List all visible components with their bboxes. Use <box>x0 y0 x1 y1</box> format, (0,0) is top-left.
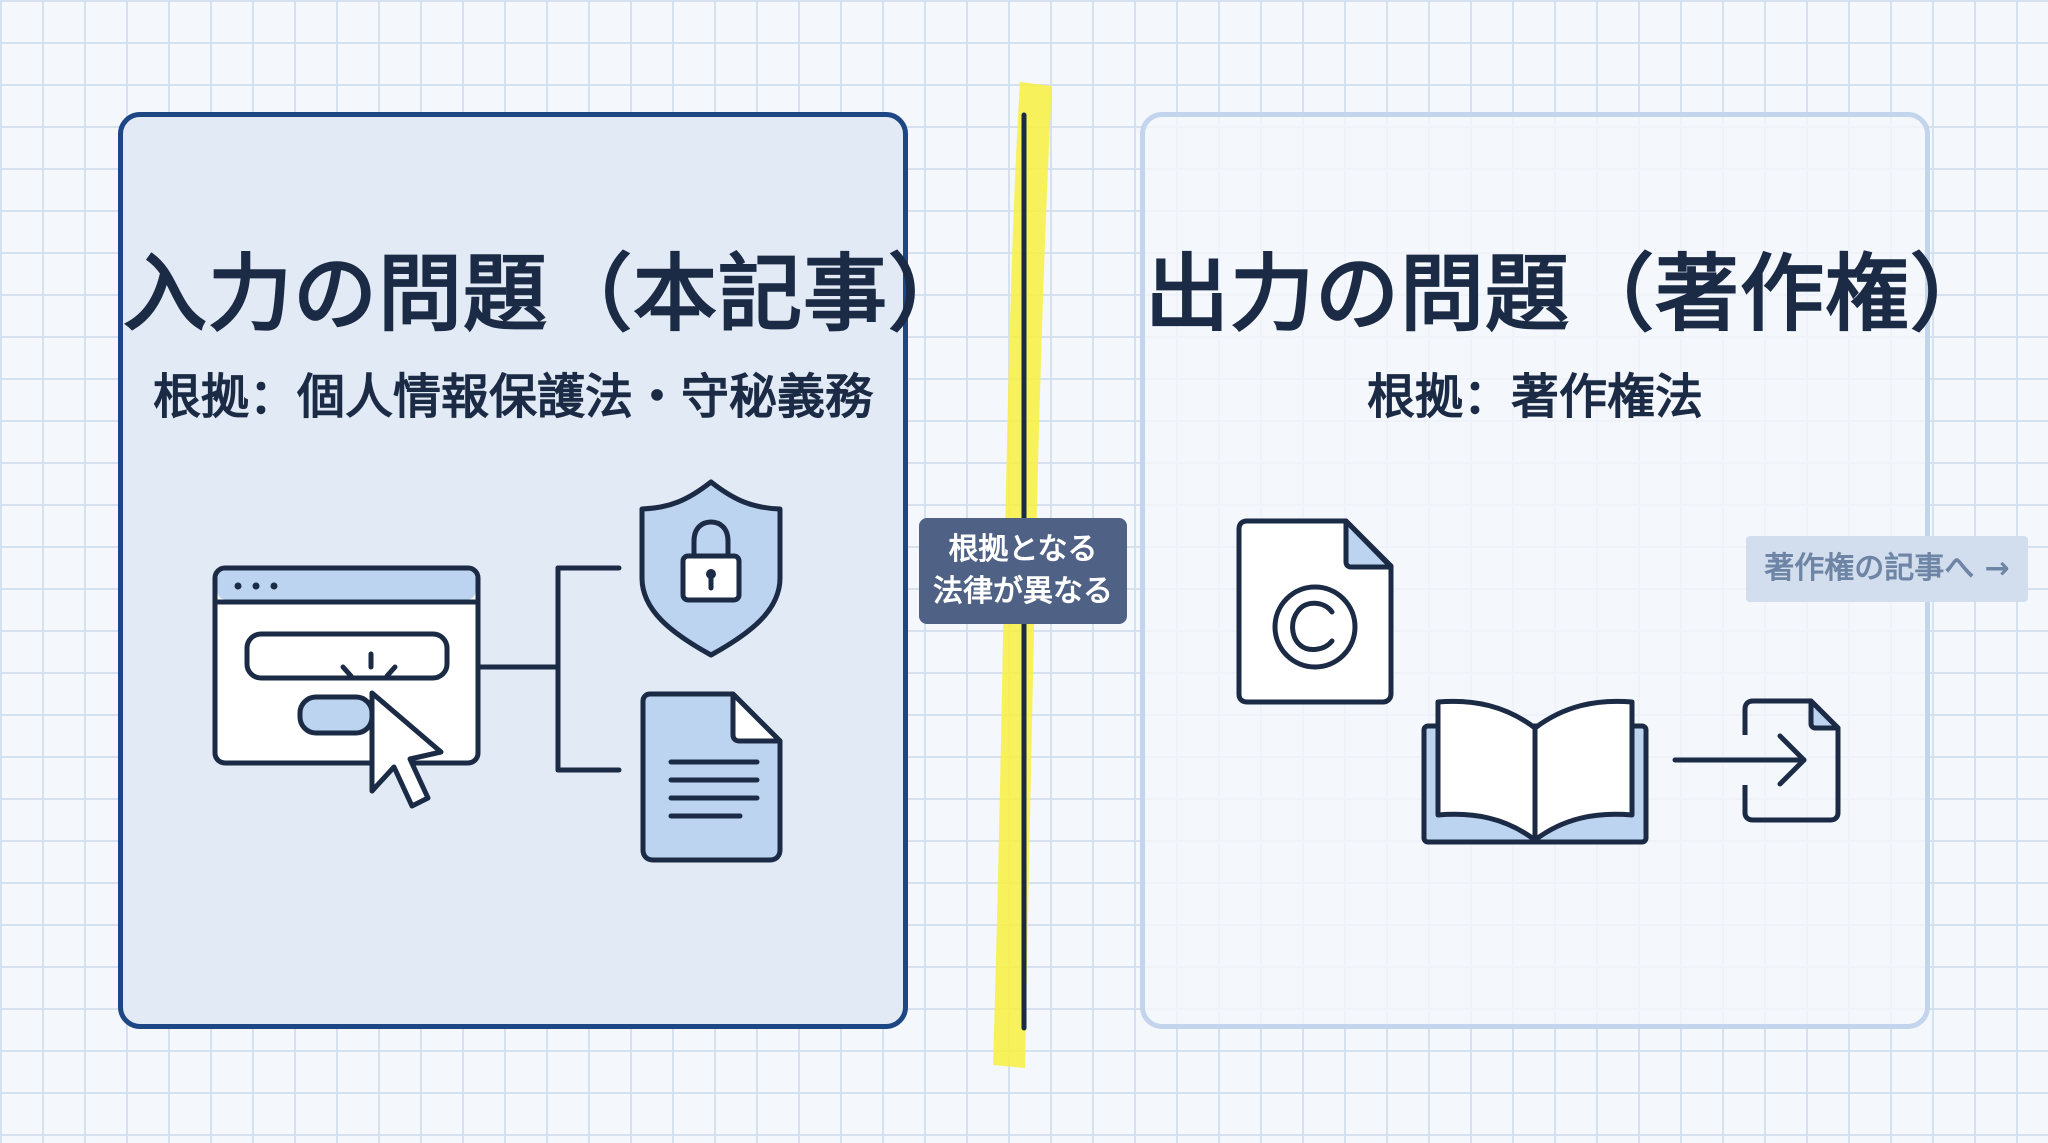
output-problem-basis: 根拠：著作権法 <box>1366 369 1703 425</box>
input-problem-basis: 根拠：個人情報保護法・守秘義務 <box>152 369 873 425</box>
badge-line-2: 法律が異なる <box>933 574 1113 609</box>
open-book-icon <box>1421 698 1649 845</box>
copyright-article-link[interactable]: 著作権の記事へ → <box>1746 536 2028 602</box>
copyright-file-icon <box>1236 518 1394 705</box>
shield-lock-icon <box>639 479 783 658</box>
cursor-icon <box>369 690 444 809</box>
different-laws-badge: 根拠となる 法律が異なる <box>919 518 1127 624</box>
badge-line-1: 根拠となる <box>948 532 1098 567</box>
connector-lines <box>475 565 622 773</box>
export-arrow <box>1672 733 1807 787</box>
export-file-icon <box>1742 698 1841 823</box>
output-problem-title: 出力の問題（著作権） <box>1145 245 1996 343</box>
input-problem-title: 入力の問題（本記事） <box>123 245 974 343</box>
document-icon <box>640 691 783 863</box>
